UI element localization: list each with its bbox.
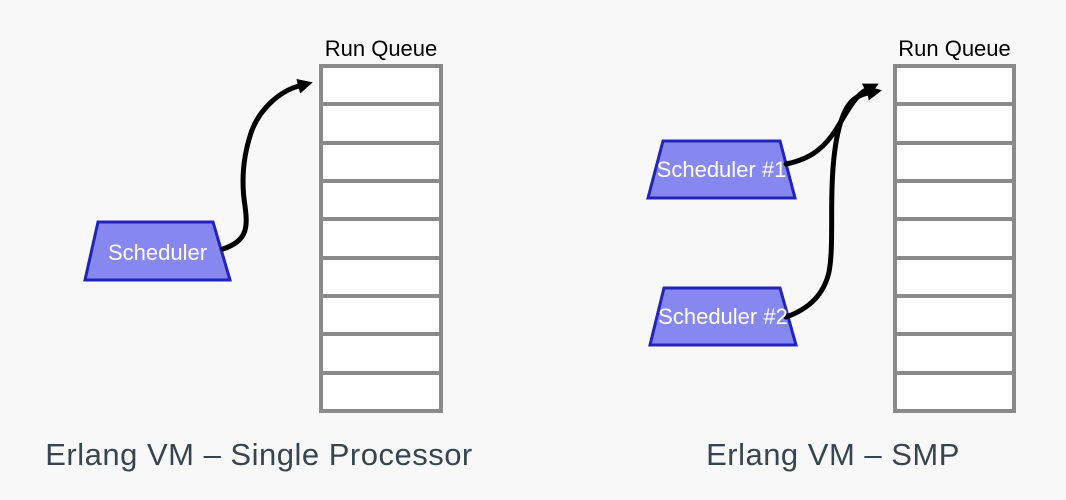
- queue-cell: [897, 182, 1012, 218]
- diagram-caption-left: Erlang VM – Single Processor: [45, 437, 473, 472]
- run-queue-label-right: Run Queue: [898, 36, 1011, 61]
- queue-cell: [897, 336, 1012, 371]
- scheduler-trapezoid-smp-1: [646, 139, 797, 200]
- scheduler-label-smp-2: Scheduler #2: [658, 304, 788, 329]
- queue-cell: [323, 68, 439, 103]
- queue-cell: [323, 297, 439, 333]
- queue-cell: [897, 68, 1012, 103]
- run-queue-left: [319, 64, 443, 413]
- queue-cell: [323, 144, 439, 179]
- scheduler-trapezoid-single: [83, 220, 233, 282]
- queue-cell: [897, 106, 1012, 141]
- queue-cell: [323, 259, 439, 294]
- run-queue-right: [893, 64, 1016, 413]
- arrow-scheduler2-to-queue: [783, 85, 882, 320]
- queue-cell: [323, 221, 439, 256]
- queue-cell: [897, 297, 1012, 333]
- queue-cell: [897, 259, 1012, 294]
- queue-cell: [323, 374, 439, 409]
- arrow-scheduler-to-queue-left: [220, 78, 313, 252]
- queue-cell: [897, 221, 1012, 256]
- run-queue-label-left: Run Queue: [324, 36, 438, 61]
- queue-cell: [323, 336, 439, 371]
- scheduler-label-single: Scheduler: [107, 240, 208, 265]
- queue-cell: [323, 106, 439, 141]
- queue-cell: [897, 144, 1012, 179]
- scheduler-label-smp-1: Scheduler #1: [656, 157, 787, 182]
- queue-cell: [323, 182, 439, 218]
- diagram-caption-right: Erlang VM – SMP: [706, 437, 960, 472]
- queue-cell: [897, 374, 1012, 409]
- scheduler-trapezoid-smp-2: [648, 286, 798, 347]
